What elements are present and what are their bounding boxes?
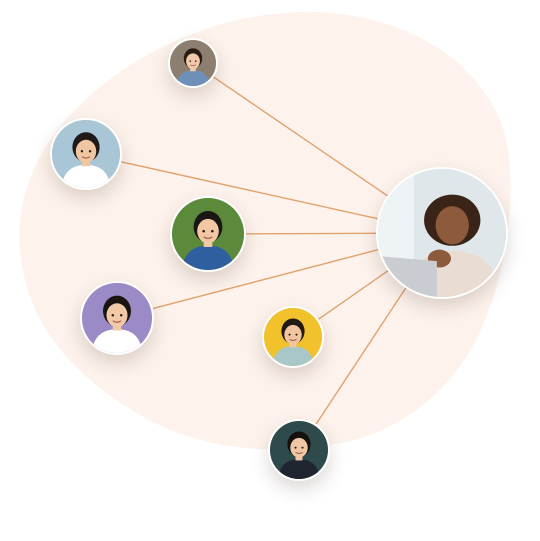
student-avatar-icon: [52, 120, 120, 188]
connector-line: [315, 287, 407, 425]
connector-line: [317, 270, 389, 320]
student-avatar-icon: [82, 283, 152, 353]
teacher-avatar-icon: [378, 169, 506, 297]
connector-line: [152, 249, 379, 310]
student-avatar-icon: [170, 40, 216, 86]
teacher-avatar: [376, 167, 508, 299]
student-avatar: [80, 281, 154, 355]
student-avatar-icon: [264, 308, 322, 366]
student-avatar: [262, 306, 324, 368]
connector-line: [213, 76, 388, 197]
connector-line: [120, 161, 378, 220]
student-avatar: [170, 196, 246, 272]
student-avatar-icon: [172, 198, 244, 270]
student-avatar-icon: [270, 421, 328, 479]
connector-line: [245, 232, 377, 235]
student-avatar: [168, 38, 218, 88]
student-avatar: [50, 118, 122, 190]
student-avatar: [268, 419, 330, 481]
